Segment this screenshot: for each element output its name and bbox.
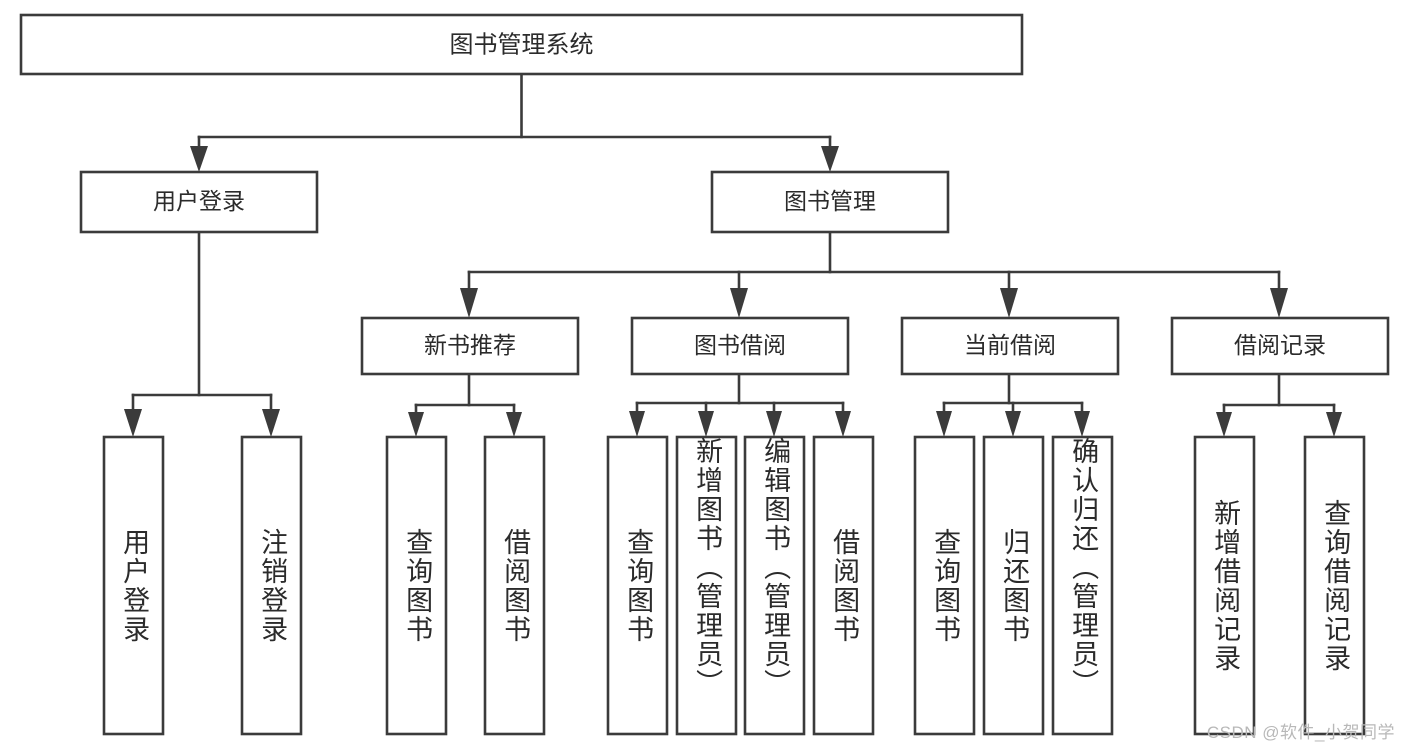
node-user-login[interactable]: 用户登录 [79,170,319,234]
arrow-root-to-book-management [821,146,839,172]
node-book-management-label: 图书管理 [784,188,876,214]
leaf-box-return-book[interactable] [982,435,1045,736]
arrow-br-leaf-2 [1326,412,1342,437]
connector-group-book-borrow [629,372,851,437]
node-current-borrow[interactable]: 当前借阅 [900,316,1120,376]
arrow-bb-leaf-1 [629,411,645,437]
arrow-cb-leaf-3 [1074,411,1090,437]
arrow-bb-leaf-4 [835,411,851,437]
node-book-borrow[interactable]: 图书借阅 [630,316,850,376]
node-root[interactable]: 图书管理系统 [19,13,1024,76]
csdn-watermark: CSDN @软件_小贺同学 [1206,723,1395,742]
node-book-management[interactable]: 图书管理 [710,170,950,234]
node-new-book-recommend[interactable]: 新书推荐 [360,316,580,376]
node-new-book-recommend-box[interactable] [360,316,580,376]
leaf-box-query-book-3[interactable] [913,435,976,736]
arrow-cb-leaf-2 [1005,411,1021,437]
arrow-bb-leaf-3 [766,411,782,437]
arrow-bm-to-new-book-recommend [460,288,478,318]
leaf-box-borrow-book-2[interactable] [812,435,875,736]
node-current-borrow-label: 当前借阅 [964,332,1056,358]
leaf-box-query-record[interactable] [1303,435,1366,736]
leaf-boxes [102,435,1366,736]
arrow-br-leaf-1 [1216,412,1232,437]
node-borrow-record-label: 借阅记录 [1234,332,1326,358]
node-new-book-recommend-label: 新书推荐 [424,332,516,358]
leaf-box-user-login[interactable] [102,435,165,736]
arrow-user-login-leaf-1 [124,409,142,437]
connector-group-book-management [460,230,1288,318]
node-book-borrow-box[interactable] [630,316,850,376]
connector-group-borrow-record [1216,372,1342,437]
leaf-box-add-record[interactable] [1193,435,1256,736]
node-user-login-label: 用户登录 [153,188,245,214]
node-root-box[interactable] [19,13,1024,76]
node-root-label: 图书管理系统 [450,31,594,58]
leaf-box-edit-book[interactable] [743,435,806,736]
node-book-management-box[interactable] [710,170,950,234]
leaf-box-confirm-return[interactable] [1051,435,1114,736]
leaf-box-borrow-book-1[interactable] [483,435,546,736]
connector-group-user-login [124,230,280,437]
node-book-borrow-label: 图书借阅 [694,332,786,358]
leaf-box-query-book-2[interactable] [606,435,669,736]
leaf-box-add-book[interactable] [675,435,738,736]
leaf-box-query-book-1[interactable] [385,435,448,736]
arrow-bm-to-book-borrow [730,288,748,318]
node-user-login-box[interactable] [79,170,319,234]
arrow-user-login-leaf-2 [262,409,280,437]
node-borrow-record-box[interactable] [1170,316,1390,376]
connector-group-root [190,72,839,172]
node-borrow-record[interactable]: 借阅记录 [1170,316,1390,376]
arrow-nbr-leaf-2 [506,412,522,437]
connector-group-new-book-recommend [408,372,522,437]
arrow-root-to-user-login [190,146,208,172]
arrow-bb-leaf-2 [698,411,714,437]
connector-group-current-borrow [936,372,1090,437]
leaf-box-logout-login[interactable] [240,435,303,736]
arrow-bm-to-borrow-record [1270,288,1288,318]
arrow-nbr-leaf-1 [408,412,424,437]
arrow-cb-leaf-1 [936,411,952,437]
arrow-bm-to-current-borrow [1000,288,1018,318]
node-current-borrow-box[interactable] [900,316,1120,376]
